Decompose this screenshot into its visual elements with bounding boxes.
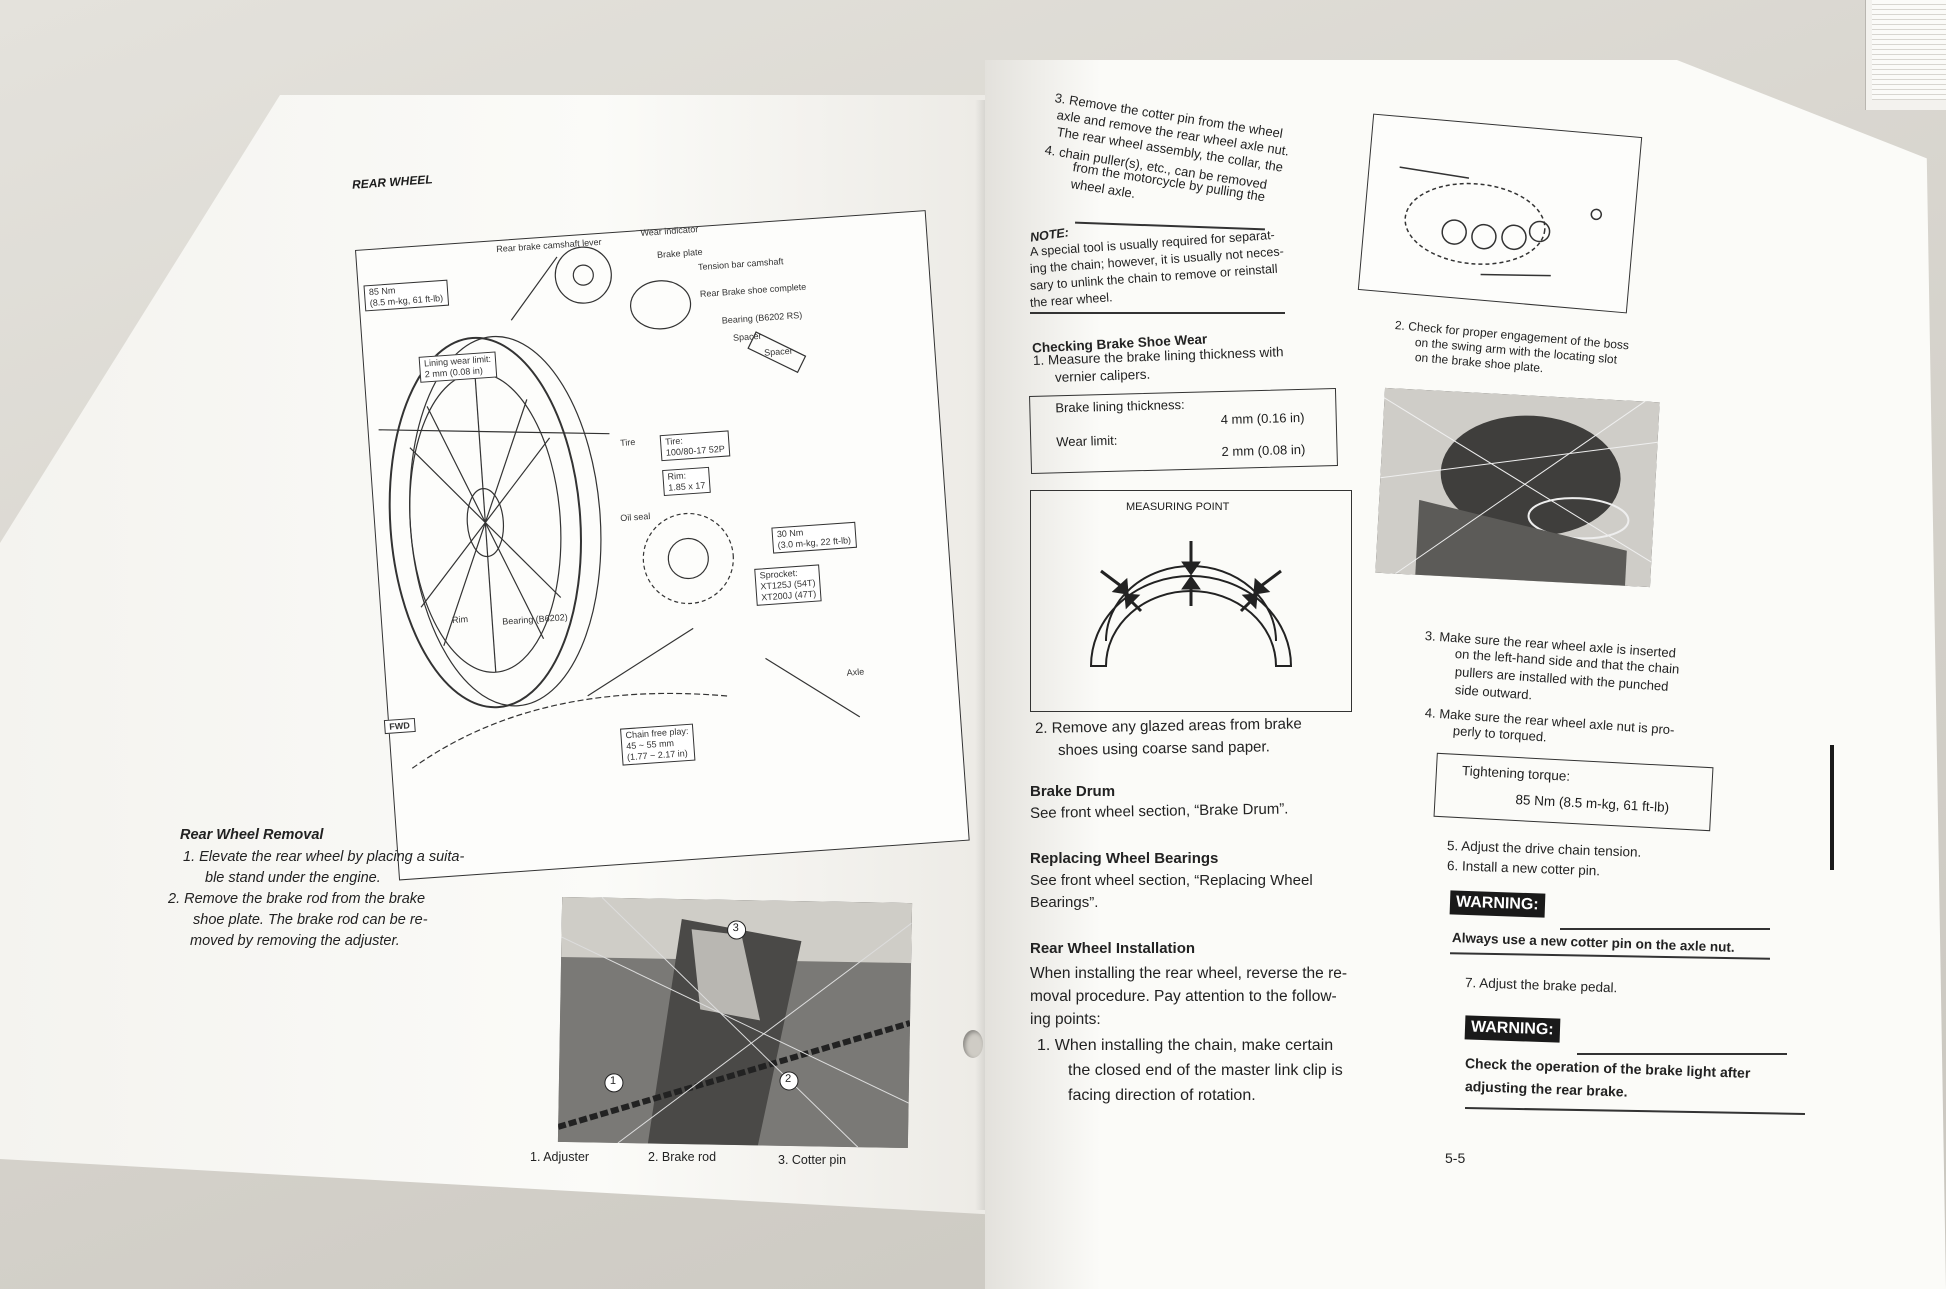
label-lining-limit: Lining wear limit:2 mm (0.08 in)	[418, 351, 498, 383]
warning-label-1: WARNING:	[1449, 890, 1546, 918]
label-tire-spec: Tire:100/80-17 52P	[659, 430, 731, 462]
brake-shoe-step1-line2: vernier calipers.	[1054, 366, 1151, 385]
install-step1-line2: the closed end of the master link clip i…	[1068, 1062, 1343, 1079]
spec-lining-label: Brake lining thickness:	[1055, 396, 1185, 416]
label-oil-seal: Oil seal	[620, 511, 651, 524]
bearings-text-2: Bearings”.	[1030, 894, 1099, 911]
measuring-point-diagram: MEASURING POINT	[1030, 490, 1352, 712]
brake-shoe-drawing	[1089, 541, 1293, 667]
bearings-title: Replacing Wheel Bearings	[1030, 850, 1219, 867]
install-text-2: moval procedure. Pay attention to the fo…	[1030, 988, 1337, 1005]
note-rule	[1075, 221, 1265, 230]
paper-stack	[1865, 0, 1946, 110]
install-text-3: ing points:	[1030, 1011, 1101, 1028]
exploded-diagram: Rear brake camshaft lever Wear indicator…	[355, 210, 970, 881]
brake-rod-photo: 3 1 2	[557, 896, 913, 1149]
photo-callout-3: 3	[732, 921, 739, 935]
caption-brake-rod: 2. Brake rod	[648, 1150, 717, 1164]
brake-drum-title: Brake Drum	[1030, 783, 1116, 800]
photo-callout-2: 2	[784, 1072, 792, 1085]
warning-rule-2-bottom	[1465, 1107, 1805, 1115]
wheel-drawing	[378, 246, 861, 769]
spec-wear-value: 2 mm (0.08 in)	[1221, 441, 1306, 460]
install-title: Rear Wheel Installation	[1030, 940, 1196, 957]
warning-rule-1	[1560, 928, 1770, 930]
torque-spec-label: Tightening torque:	[1461, 763, 1571, 784]
torque-spec-value: 85 Nm (8.5 m-kg, 61 ft-lb)	[1515, 791, 1670, 816]
removal-step-2c: moved by removing the adjuster.	[190, 933, 400, 949]
install-step1-line1: 1. When installing the chain, make certa…	[1037, 1037, 1334, 1054]
label-rim: Rim	[451, 614, 469, 626]
warning-text-2-line2: adjusting the rear brake.	[1464, 1078, 1628, 1100]
note-rule-bottom	[1030, 312, 1285, 314]
binder-hole	[963, 1030, 983, 1058]
warning-rule-2	[1577, 1053, 1787, 1055]
swing-arm-photo	[1375, 387, 1660, 588]
page-number-right: 5-5	[1445, 1150, 1466, 1166]
tire-spec-title: Tire:	[664, 435, 684, 447]
warning-text-1: Always use a new cotter pin on the axle …	[1451, 930, 1735, 955]
label-axle: Axle	[846, 666, 865, 678]
label-rim-spec: Rim:1.85 x 17	[662, 466, 711, 497]
spec-lining-value: 4 mm (0.16 in)	[1220, 409, 1305, 428]
removal-step-1a: 1. Elevate the rear wheel by placing a s…	[183, 849, 465, 865]
label-spacer-2: Spacer	[763, 345, 793, 358]
chain-drawing	[1399, 166, 1603, 277]
bearings-text-1: See front wheel section, “Replacing Whee…	[1030, 872, 1313, 889]
rim-spec-title: Rim:	[667, 470, 687, 482]
removal-title: Rear Wheel Removal	[180, 827, 324, 843]
rim-spec-value: 1.85 x 17	[667, 480, 706, 493]
label-fwd: FWD	[383, 718, 416, 735]
measuring-point-label: MEASURING POINT	[1126, 501, 1230, 513]
warning-label-2: WARNING:	[1464, 1015, 1561, 1043]
removal-step-1b: ble stand under the engine.	[205, 870, 381, 886]
photo-drawing	[557, 896, 913, 1149]
col1-step2-line1: 2. Remove any glazed areas from brake	[1034, 715, 1302, 737]
install-step1-line3: facing direction of rotation.	[1068, 1087, 1256, 1104]
col2-step3-line4: side outward.	[1454, 682, 1533, 703]
label-sprocket: Sprocket:XT125J (54T)XT200J (47T)	[754, 564, 822, 606]
page-header: REAR WHEEL	[351, 172, 434, 192]
caption-cotter-pin: 3. Cotter pin	[778, 1153, 847, 1167]
photo-callout-1: 1	[609, 1074, 617, 1087]
label-tire: Tire	[619, 436, 636, 448]
col2-step6: 6. Install a new cotter pin.	[1446, 858, 1601, 879]
note-line-4: the rear wheel.	[1029, 290, 1113, 310]
chain-engagement-diagram	[1357, 113, 1643, 314]
removal-step-2a: 2. Remove the brake rod from the brake	[168, 891, 426, 907]
edge-tab-marker	[1830, 745, 1834, 870]
install-text-1: When installing the rear wheel, reverse …	[1030, 965, 1348, 982]
caption-adjuster: 1. Adjuster	[530, 1150, 590, 1164]
col1-step2-line2: shoes using coarse sand paper.	[1057, 738, 1270, 759]
brake-drum-text: See front wheel section, “Brake Drum”.	[1029, 800, 1289, 822]
spec-wear-label: Wear limit:	[1056, 432, 1118, 450]
col2-step5: 5. Adjust the drive chain tension.	[1446, 838, 1642, 860]
torque-spec-box: Tightening torque: 85 Nm (8.5 m-kg, 61 f…	[1433, 752, 1714, 832]
torque-30-value: 30 Nm	[776, 527, 804, 540]
right-page: 3. Remove the cotter pin from the wheel …	[985, 60, 1946, 1289]
torque-85-value: 85 Nm	[368, 285, 396, 298]
left-page: REAR WHEEL	[0, 95, 1000, 1215]
removal-step-2b: shoe plate. The brake rod can be re-	[193, 912, 428, 928]
label-spacer-1: Spacer	[732, 330, 762, 343]
brake-lining-spec-box: Brake lining thickness: 4 mm (0.16 in) W…	[1029, 387, 1338, 475]
warning-text-2-line1: Check the operation of the brake light a…	[1464, 1055, 1751, 1081]
col2-step7: 7. Adjust the brake pedal.	[1464, 975, 1618, 996]
swing-arm-drawing	[1375, 387, 1660, 588]
label-chain-play: Chain free play:45 ~ 55 mm(1.77 ~ 2.17 i…	[620, 723, 696, 766]
